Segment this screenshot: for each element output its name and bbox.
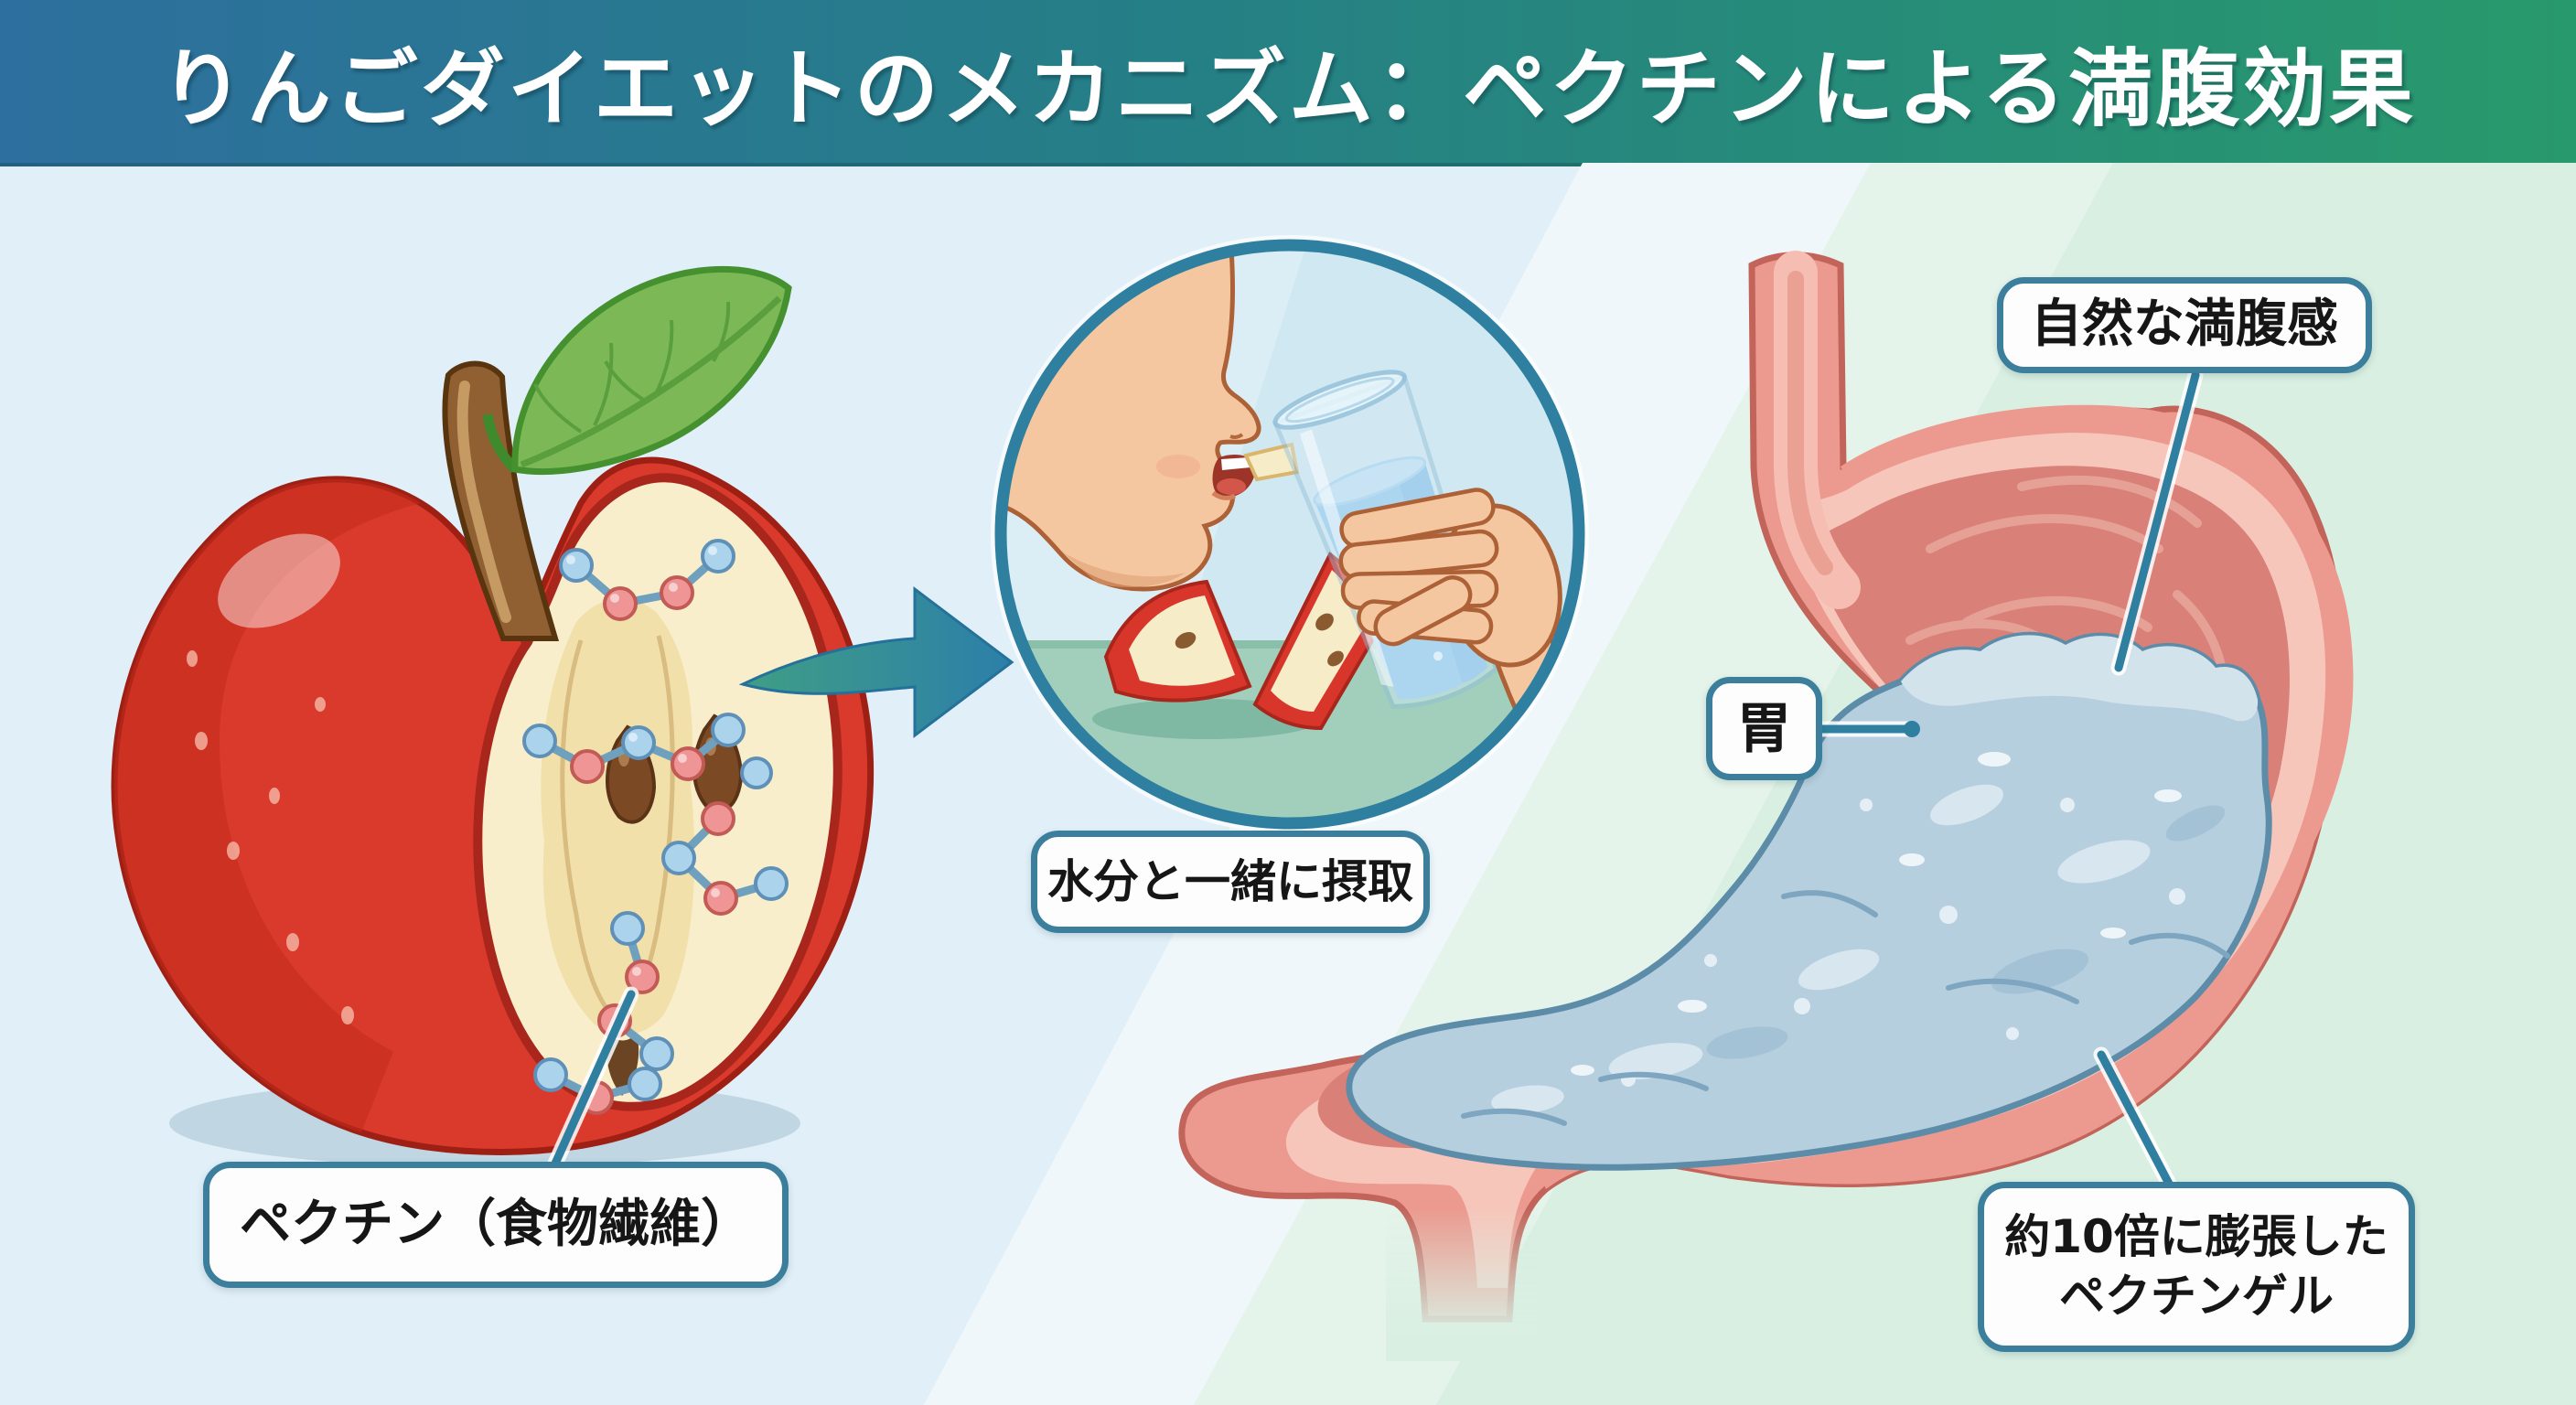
- leaf-veins: [533, 301, 731, 434]
- fullness-label: 自然な満腹感: [1997, 277, 2372, 373]
- water-intake-label-text: 水分と一緒に摂取: [1047, 854, 1413, 908]
- gel-texture: [1461, 890, 2230, 1126]
- lower-lip: [1211, 490, 1237, 500]
- gel-glints: [1571, 752, 2182, 1076]
- drinking-scene-illustration: [991, 235, 1589, 833]
- thumb: [1373, 575, 1473, 647]
- stomach-illustration: [1178, 251, 2354, 1361]
- duodenum-fade: [1386, 1207, 1537, 1361]
- cheek-blush: [1156, 455, 1200, 478]
- stomach-label-text: 胃: [1736, 696, 1792, 761]
- gel-bubbles: [1621, 798, 2185, 1087]
- arrow-right-icon: [738, 585, 1014, 739]
- apple-illustration: [111, 265, 875, 1167]
- neck-shadow: [1063, 552, 1186, 587]
- page-title: りんごダイエットのメカニズム：ペクチンによる満腹効果: [159, 39, 2417, 138]
- pectin-label-text: ペクチン（食物繊維）: [240, 1194, 752, 1254]
- leaf-midvein: [520, 295, 782, 468]
- teeth: [1221, 457, 1250, 470]
- apple-stem-highlight: [456, 381, 511, 623]
- gel-label-line1: 約10倍に膨張した: [2004, 1210, 2388, 1263]
- circle-frame: [994, 239, 1585, 830]
- stomach-label: 胃: [1706, 677, 1822, 780]
- gel-light-patches: [1491, 784, 2151, 1114]
- stomach-wall-shade: [1537, 404, 2354, 1189]
- leaf-stalk: [482, 413, 519, 473]
- apple-speckles: [187, 650, 354, 1024]
- apple-leaf: [511, 265, 792, 476]
- pectin-label: ペクチン（食物繊維）: [203, 1162, 789, 1288]
- water-intake-label: 水分と一緒に摂取: [1031, 831, 1430, 933]
- water-surface: [1313, 456, 1427, 507]
- nostril: [1229, 433, 1244, 440]
- apple-piece-in-mouth: [1243, 442, 1300, 482]
- header-banner: りんごダイエットのメカニズム：ペクチンによる満腹効果: [0, 0, 2576, 166]
- gel-label: 約10倍に膨張した ペクチンゲル: [1978, 1182, 2415, 1352]
- fullness-label-text: 自然な満腹感: [2031, 295, 2338, 355]
- glass-rim: [1272, 370, 1407, 430]
- pectin-gel: [1346, 631, 2272, 1171]
- apple-stem: [442, 360, 560, 641]
- apple-body-shade: [114, 478, 421, 1132]
- apple-highlight: [218, 533, 340, 628]
- gel-label-line2: ペクチンゲル: [2059, 1270, 2334, 1323]
- tongue: [1217, 478, 1246, 495]
